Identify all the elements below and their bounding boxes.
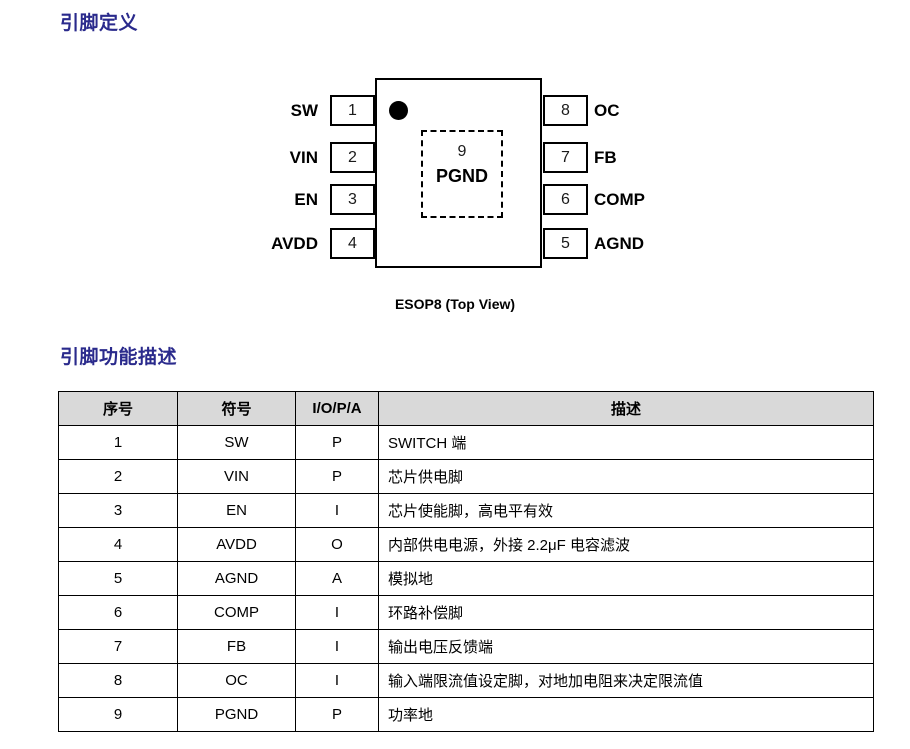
cell-pin-description: 芯片供电脚 — [378, 459, 874, 494]
cell-pin-symbol: EN — [177, 493, 296, 528]
page-title-pin-definition: 引脚定义 — [60, 13, 139, 34]
pin-label-sw: SW — [290, 101, 318, 120]
pin-box-6: 6 — [543, 184, 588, 215]
cell-pin-symbol: OC — [177, 663, 296, 698]
pin-box-2: 2 — [330, 142, 375, 173]
pin-label-vin: VIN — [289, 148, 318, 167]
pin-label-avdd: AVDD — [271, 234, 318, 253]
cell-pin-number: 8 — [58, 663, 178, 698]
thermal-pad-number: 9 — [457, 143, 467, 160]
cell-pin-symbol: VIN — [177, 459, 296, 494]
pin1-marker-dot — [389, 101, 408, 120]
cell-pin-symbol: SW — [177, 425, 296, 460]
cell-pin-io-type: O — [295, 527, 379, 562]
cell-pin-number: 9 — [58, 697, 178, 732]
pin-label-en: EN — [294, 190, 318, 209]
pin-box-7: 7 — [543, 142, 588, 173]
pin-diagram: 9 PGND SW 1 VIN 2 EN 3 AVDD 4 8 OC 7 FB … — [0, 60, 910, 325]
cell-pin-number: 6 — [58, 595, 178, 630]
cell-pin-symbol: FB — [177, 629, 296, 664]
thermal-pad-label: PGND — [435, 166, 488, 186]
cell-pin-io-type: P — [295, 459, 379, 494]
cell-pin-io-type: I — [295, 663, 379, 698]
diagram-caption: ESOP8 (Top View) — [394, 296, 516, 312]
cell-pin-io-type: P — [295, 425, 379, 460]
cell-pin-io-type: P — [295, 697, 379, 732]
cell-pin-io-type: I — [295, 493, 379, 528]
cell-pin-description: 环路补偿脚 — [378, 595, 874, 630]
cell-pin-symbol: COMP — [177, 595, 296, 630]
cell-pin-io-type: I — [295, 629, 379, 664]
cell-pin-io-type: A — [295, 561, 379, 596]
pin-label-agnd: AGND — [594, 234, 645, 253]
pin-label-comp: COMP — [594, 190, 645, 209]
cell-pin-number: 3 — [58, 493, 178, 528]
cell-pin-description: 输入端限流值设定脚，对地加电阻来决定限流值 — [378, 663, 874, 698]
cell-pin-description: SWITCH 端 — [378, 425, 874, 460]
cell-pin-symbol: PGND — [177, 697, 296, 732]
cell-pin-symbol: AGND — [177, 561, 296, 596]
pin-box-1: 1 — [330, 95, 375, 126]
table-header-row: 序号 符号 I/O/P/A 描述 — [58, 391, 874, 426]
cell-pin-number: 7 — [58, 629, 178, 664]
cell-pin-number: 1 — [58, 425, 178, 460]
thermal-pad-pgnd: 9 PGND — [421, 130, 503, 218]
table-header-io: I/O/P/A — [295, 391, 379, 426]
pin-label-oc: OC — [594, 101, 620, 120]
pin-box-3: 3 — [330, 184, 375, 215]
table-header-number: 序号 — [58, 391, 178, 426]
pin-box-5: 5 — [543, 228, 588, 259]
pin-box-4: 4 — [330, 228, 375, 259]
page-title-pin-function: 引脚功能描述 — [60, 347, 178, 368]
cell-pin-io-type: I — [295, 595, 379, 630]
cell-pin-number: 5 — [58, 561, 178, 596]
pin-label-fb: FB — [594, 148, 617, 167]
cell-pin-description: 芯片使能脚，高电平有效 — [378, 493, 874, 528]
pin-box-8: 8 — [543, 95, 588, 126]
cell-pin-number: 4 — [58, 527, 178, 562]
cell-pin-description: 输出电压反馈端 — [378, 629, 874, 664]
cell-pin-description: 模拟地 — [378, 561, 874, 596]
table-header-symbol: 符号 — [177, 391, 296, 426]
cell-pin-description: 内部供电电源，外接 2.2μF 电容滤波 — [378, 527, 874, 562]
cell-pin-number: 2 — [58, 459, 178, 494]
table-header-desc: 描述 — [378, 391, 874, 426]
cell-pin-description: 功率地 — [378, 697, 874, 732]
cell-pin-symbol: AVDD — [177, 527, 296, 562]
